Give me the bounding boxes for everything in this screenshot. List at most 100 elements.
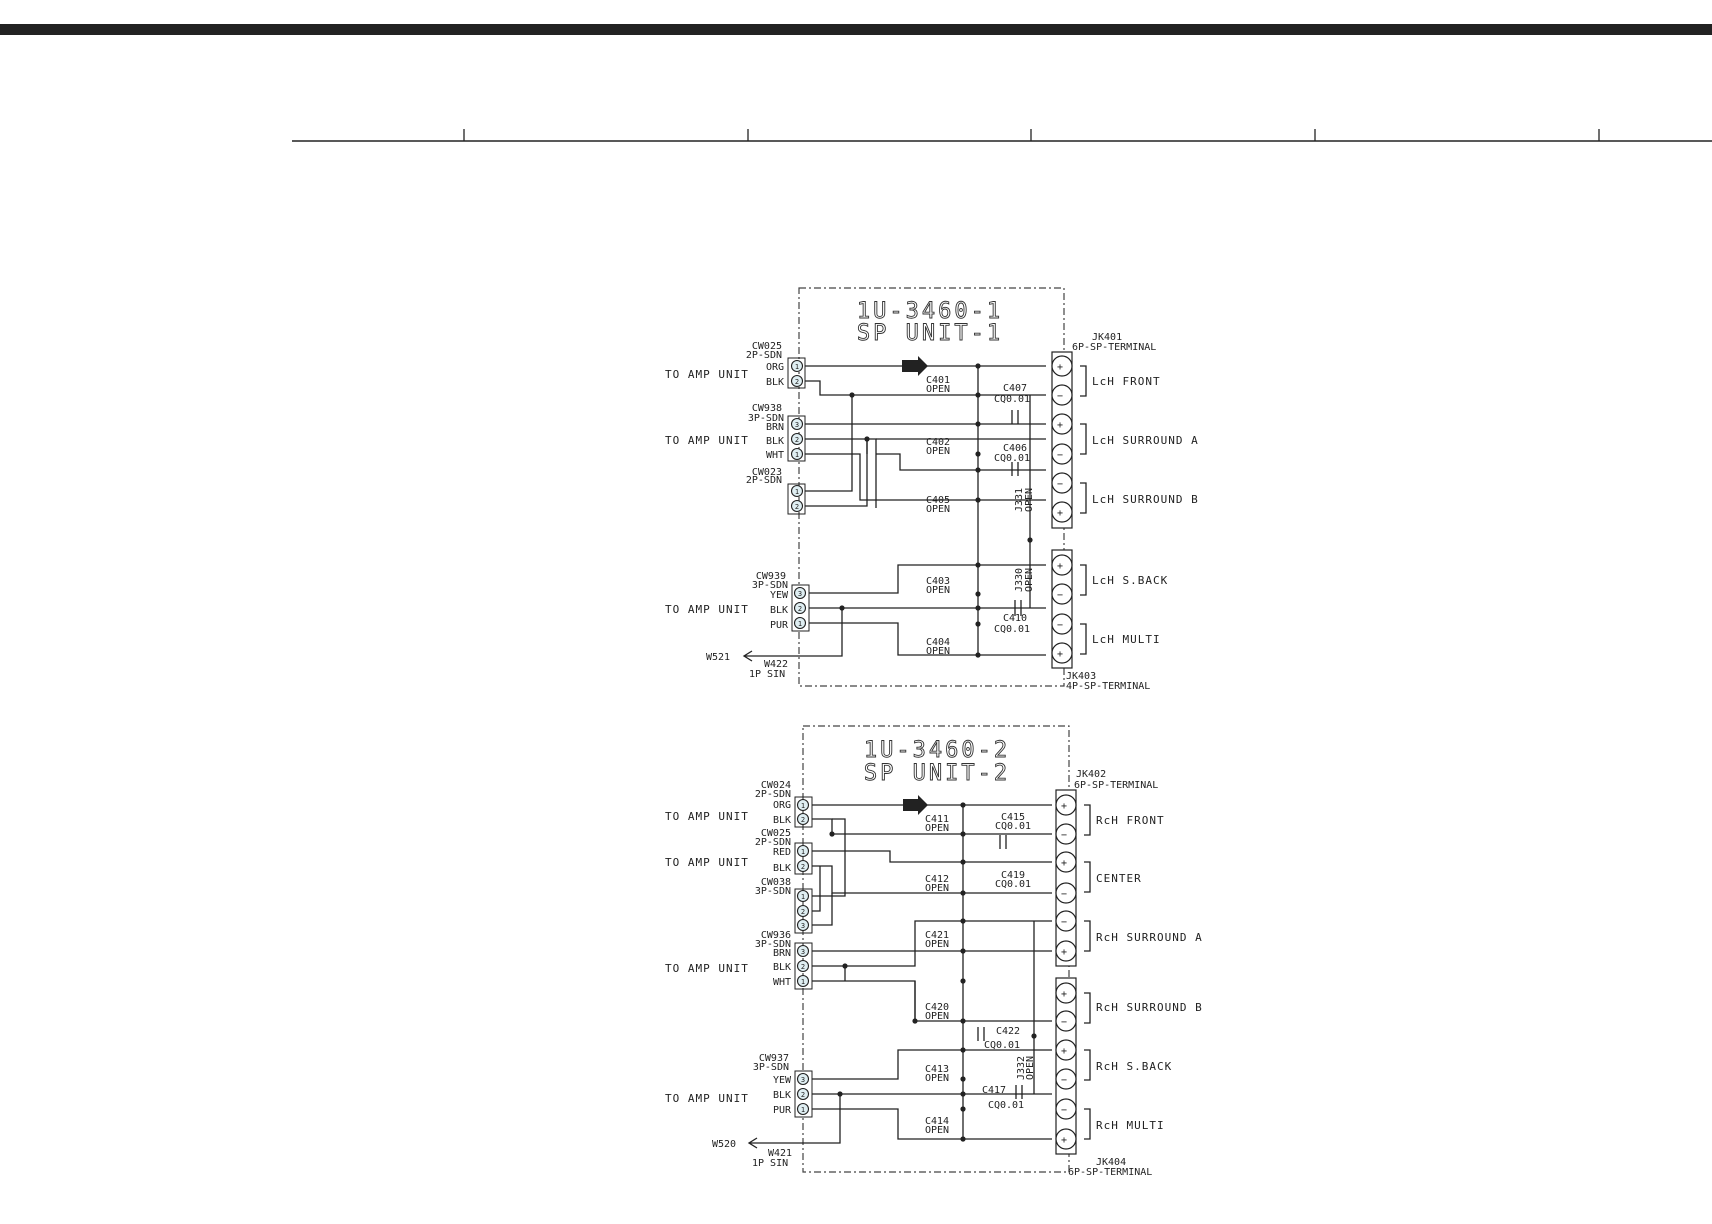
sp-unit-1: 1U-3460-1 SP UNIT-1 CW025 2P-SDN ORG BLK… [665, 287, 1199, 692]
svg-text:3: 3 [801, 922, 805, 930]
svg-text:1P SIN: 1P SIN [749, 669, 785, 680]
svg-text:1: 1 [801, 802, 805, 810]
svg-text:OPEN: OPEN [926, 646, 950, 657]
svg-text:C413: C413 [925, 1064, 949, 1075]
svg-text:OPEN: OPEN [926, 384, 950, 395]
svg-text:1: 1 [801, 848, 805, 856]
svg-text:+: + [1057, 362, 1063, 373]
svg-text:6P-SP-TERMINAL: 6P-SP-TERMINAL [1074, 780, 1158, 791]
svg-text:+: + [1061, 947, 1067, 958]
svg-text:3P-SDN: 3P-SDN [755, 886, 791, 897]
svg-text:1: 1 [801, 1106, 805, 1114]
svg-text:2P-SDN: 2P-SDN [755, 789, 791, 800]
svg-text:BLK: BLK [766, 436, 784, 447]
svg-text:CQ0.01: CQ0.01 [994, 453, 1030, 464]
svg-text:C401: C401 [926, 375, 950, 386]
svg-text:CQ0.01: CQ0.01 [994, 394, 1030, 405]
svg-text:3: 3 [801, 1076, 805, 1084]
svg-text:CW038: CW038 [761, 877, 791, 888]
channel-label: RcH SURROUND A [1096, 931, 1203, 944]
svg-text:RED: RED [773, 847, 791, 858]
svg-text:PUR: PUR [770, 620, 789, 631]
channel-label: LcH SURROUND A [1092, 434, 1199, 447]
svg-text:−: − [1061, 1075, 1067, 1086]
unit-2-wiring [800, 795, 1052, 1144]
svg-text:+: + [1061, 858, 1067, 869]
svg-text:−: − [1057, 590, 1063, 601]
svg-text:C410: C410 [1003, 613, 1027, 624]
connector-cw024: CW024 2P-SDN ORG BLK TO AMP UNIT 1 2 [665, 780, 813, 828]
svg-text:−: − [1061, 917, 1067, 928]
svg-text:YEW: YEW [770, 590, 789, 601]
svg-text:OPEN: OPEN [926, 504, 950, 515]
svg-text:CW025: CW025 [761, 828, 791, 839]
svg-text:3P-SDN: 3P-SDN [755, 939, 791, 950]
wire-color: ORG [766, 362, 784, 373]
svg-text:BLK: BLK [773, 962, 791, 973]
svg-text:C404: C404 [926, 637, 950, 648]
svg-text:JK404: JK404 [1096, 1157, 1126, 1168]
svg-text:1: 1 [801, 893, 805, 901]
svg-text:OPEN: OPEN [1024, 568, 1035, 592]
svg-text:3P-SDN: 3P-SDN [752, 580, 788, 591]
svg-text:2: 2 [795, 503, 799, 511]
svg-text:1: 1 [801, 978, 805, 986]
svg-text:C406: C406 [1003, 443, 1027, 454]
svg-text:1: 1 [798, 620, 802, 628]
svg-text:C411: C411 [925, 814, 949, 825]
svg-text:C414: C414 [925, 1116, 949, 1127]
svg-text:W422: W422 [764, 659, 788, 670]
svg-text:YEW: YEW [773, 1075, 792, 1086]
svg-text:CQ0.01: CQ0.01 [995, 821, 1031, 832]
signal-arrow [903, 795, 928, 815]
channel-label: RcH SURROUND B [1096, 1001, 1203, 1014]
svg-text:2P-SDN: 2P-SDN [746, 475, 782, 486]
header-bar [0, 24, 1712, 35]
svg-text:W521: W521 [706, 652, 730, 663]
svg-text:OPEN: OPEN [925, 883, 949, 894]
svg-text:C415: C415 [1001, 812, 1025, 823]
sp-unit-2: 1U-3460-2 SP UNIT-2 CW024 2P-SDN ORG BLK… [665, 725, 1203, 1178]
channel-label: LcH SURROUND B [1092, 493, 1199, 506]
wire-out-w421: W520 W421 1P SIN [712, 1137, 800, 1169]
channel-label: CENTER [1096, 872, 1142, 885]
svg-text:OPEN: OPEN [925, 1125, 949, 1136]
svg-text:3: 3 [798, 590, 802, 598]
svg-text:BLK: BLK [770, 605, 788, 616]
svg-text:−: − [1057, 479, 1063, 490]
svg-text:C421: C421 [925, 930, 949, 941]
svg-text:CW937: CW937 [759, 1053, 789, 1064]
svg-text:CW939: CW939 [756, 571, 786, 582]
svg-text:1P SIN: 1P SIN [752, 1158, 788, 1169]
signal-arrow [902, 356, 928, 376]
svg-text:J332: J332 [1016, 1056, 1027, 1080]
svg-text:−: − [1061, 1105, 1067, 1116]
svg-text:+: + [1061, 989, 1067, 1000]
channel-label: LcH MULTI [1092, 633, 1161, 646]
svg-text:−: − [1057, 391, 1063, 402]
svg-text:−: − [1057, 450, 1063, 461]
connector-cw938: CW938 3P-SDN BRN BLK WHT TO AMP UNIT 3 2… [665, 403, 806, 462]
svg-text:2: 2 [801, 1091, 805, 1099]
channel-label: LcH S.BACK [1092, 574, 1168, 587]
channel-label: RcH MULTI [1096, 1119, 1165, 1132]
svg-text:6P-SP-TERMINAL: 6P-SP-TERMINAL [1072, 342, 1156, 353]
ruler [292, 129, 1712, 142]
svg-text:OPEN: OPEN [925, 939, 949, 950]
svg-text:CW024: CW024 [761, 780, 791, 791]
destination-label: TO AMP UNIT [665, 1092, 749, 1105]
svg-text:2: 2 [801, 908, 805, 916]
svg-text:JK403: JK403 [1066, 671, 1096, 682]
unit-2-subtitle: SP UNIT-2 [864, 761, 1010, 786]
svg-text:1: 1 [795, 363, 799, 371]
svg-text:BLK: BLK [773, 1090, 791, 1101]
svg-text:BRN: BRN [766, 422, 784, 433]
svg-text:−: − [1061, 830, 1067, 841]
svg-text:J331: J331 [1014, 488, 1025, 512]
svg-text:OPEN: OPEN [1025, 1056, 1036, 1080]
svg-text:WHT: WHT [773, 977, 791, 988]
connector-cw937: CW937 3P-SDN YEW BLK PUR TO AMP UNIT 3 2… [665, 1053, 813, 1118]
svg-text:−: − [1057, 620, 1063, 631]
